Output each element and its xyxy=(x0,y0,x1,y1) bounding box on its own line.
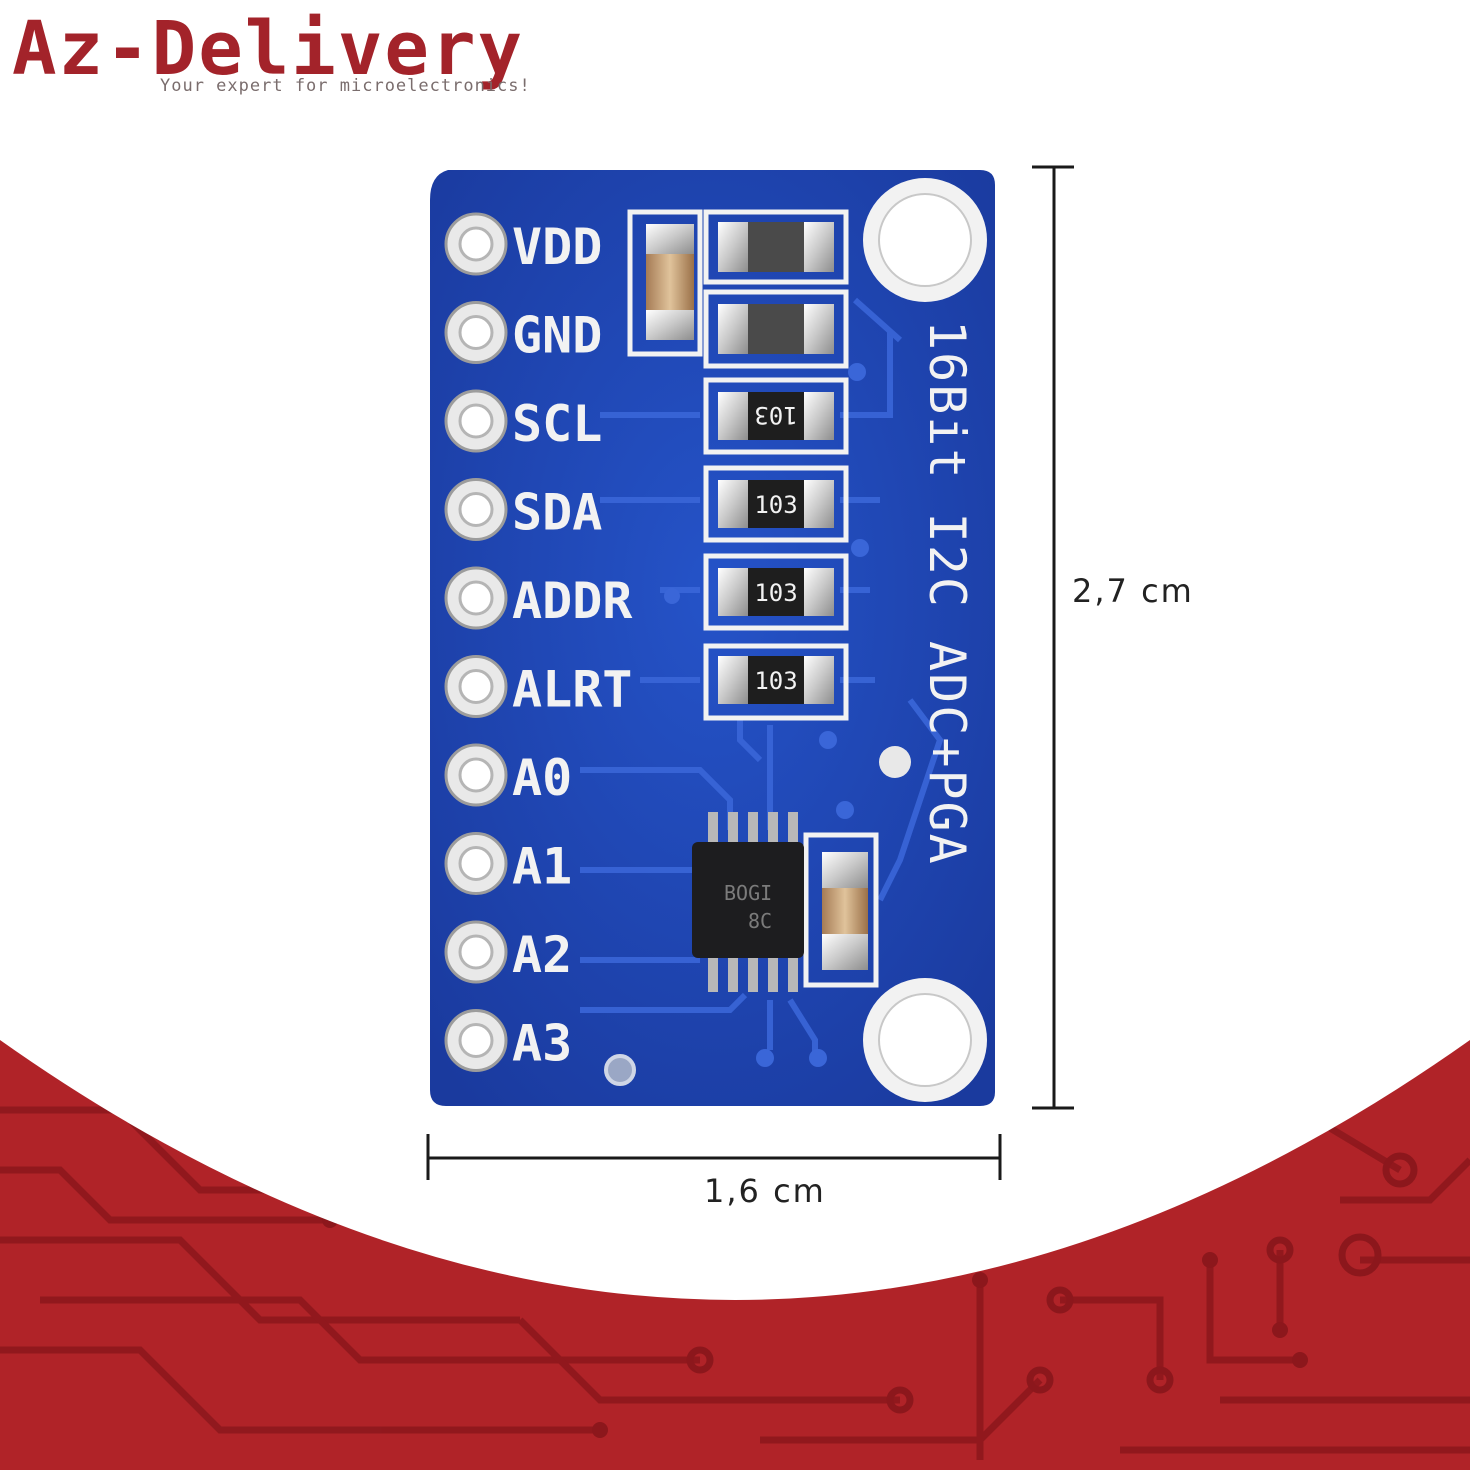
pin-hole-a0 xyxy=(458,757,494,793)
capacitor-c1 xyxy=(646,224,694,340)
resistor-marking: 103 xyxy=(754,401,797,429)
pin-label-gnd: GND xyxy=(512,307,602,365)
resistor-body xyxy=(748,568,804,616)
adc-chip: BOGI 8C xyxy=(692,812,804,992)
pin-hole-a3 xyxy=(458,1023,494,1058)
pin-label-a1: A1 xyxy=(512,838,572,896)
resistor-marking: 103 xyxy=(754,579,797,607)
resistor-body xyxy=(748,480,804,528)
pin-label-alrt: ALRT xyxy=(512,661,632,719)
pin-hole-sda xyxy=(458,492,494,527)
brand-tagline: Your expert for microelectronics! xyxy=(160,76,531,96)
capacitor-c2 xyxy=(718,222,834,272)
resistor-pad-left xyxy=(718,568,748,616)
resistor-pad-right xyxy=(804,392,834,440)
resistor-pad-left xyxy=(718,656,748,704)
resistor-marking: 103 xyxy=(754,667,797,695)
resistor-pad-right xyxy=(804,656,834,704)
board-title: 16Bit I2C ADC+PGA xyxy=(918,320,976,866)
mounting-hole-top xyxy=(863,178,987,302)
chip-marking-line2: 8C xyxy=(748,909,772,933)
resistor-array: 103 103 103 103 xyxy=(718,392,834,704)
mounting-hole-bottom xyxy=(863,978,987,1102)
pin-hole-a1 xyxy=(458,846,494,881)
capacitor-c3 xyxy=(718,304,834,354)
resistor-pad-left xyxy=(718,392,748,440)
resistor-marking: 103 xyxy=(754,491,797,519)
pin-label-a0: A0 xyxy=(512,749,572,807)
capacitor-c4 xyxy=(822,852,868,970)
resistor-pad-right xyxy=(804,568,834,616)
resistor-body xyxy=(748,392,804,440)
dimension-lines xyxy=(426,165,1074,1180)
resistor-pad-left xyxy=(718,480,748,528)
pin-hole-a2 xyxy=(458,934,494,970)
brand-logo: Az-Delivery Your expert for microelectro… xyxy=(12,4,572,104)
pcb-board: 16Bit I2C ADC+PGA VDD GND SCL SDA ADDR ALRT A0… xyxy=(430,170,995,1106)
pin-hole-gnd xyxy=(458,315,494,350)
pin-label-a3: A3 xyxy=(512,1015,572,1073)
resistor-pad-right xyxy=(804,480,834,528)
width-dimension-label: 1,6 cm xyxy=(704,1172,826,1210)
height-dimension-label: 2,7 cm xyxy=(1072,572,1194,610)
chip-marking-line1: BOGI xyxy=(724,881,772,905)
resistor-body xyxy=(748,656,804,704)
pin-label-addr: ADDR xyxy=(512,572,633,630)
pin-hole-vdd xyxy=(458,226,494,262)
pin-hole-alrt xyxy=(458,669,494,704)
pin-label-scl: SCL xyxy=(512,395,602,453)
brand-name: Az-Delivery xyxy=(12,6,525,92)
pin-label-sda: SDA xyxy=(512,484,602,542)
pin-hole-scl xyxy=(458,403,494,439)
pin-label-a2: A2 xyxy=(512,926,572,984)
pin-hole-addr xyxy=(458,580,494,616)
pin-label-vdd: VDD xyxy=(512,218,602,276)
